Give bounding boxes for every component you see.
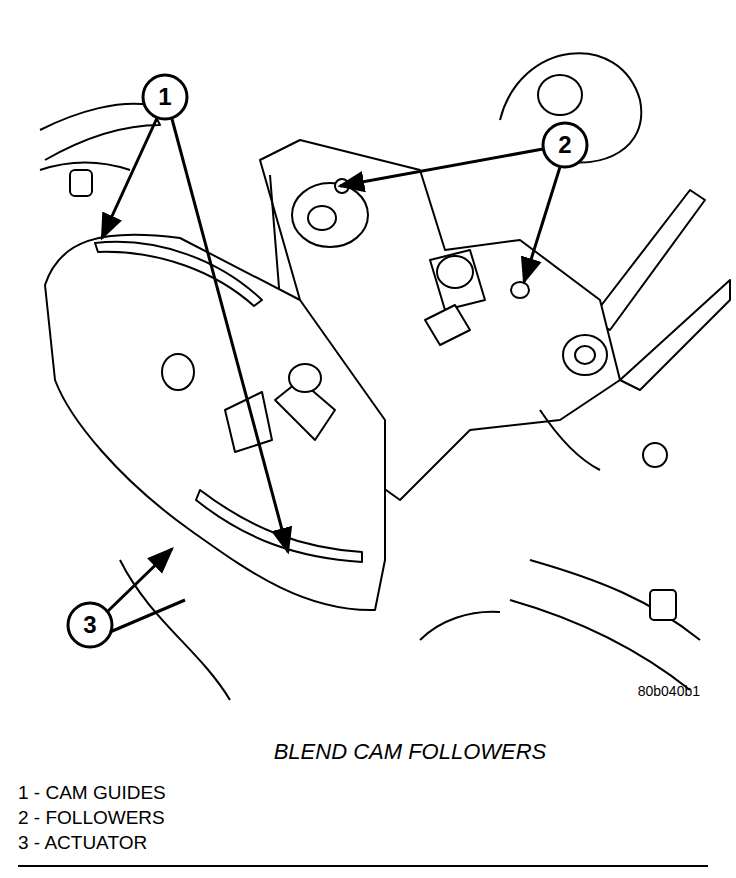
leader-line	[110, 600, 185, 632]
legend-text: 2 - FOLLOWERS	[18, 808, 165, 829]
callout-circle	[68, 603, 112, 647]
figure-caption: BLEND CAM FOLLOWERS	[274, 740, 547, 764]
callout-circle	[143, 75, 187, 119]
callout-number: 1	[158, 84, 171, 110]
leader-arrow	[172, 119, 288, 552]
callout-number: 3	[83, 612, 96, 638]
leader-arrow	[108, 549, 172, 611]
figure-code: 80b040b1	[638, 684, 700, 699]
leader-arrow	[102, 118, 157, 238]
rule-line	[18, 865, 708, 867]
legend-text: 3 - ACTUATOR	[18, 833, 147, 854]
leader-arrow	[340, 149, 543, 186]
leader-arrow	[524, 167, 560, 282]
callout-number: 2	[558, 132, 571, 158]
callout-circle	[543, 123, 587, 167]
legend-text: 1 - CAM GUIDES	[18, 783, 166, 804]
